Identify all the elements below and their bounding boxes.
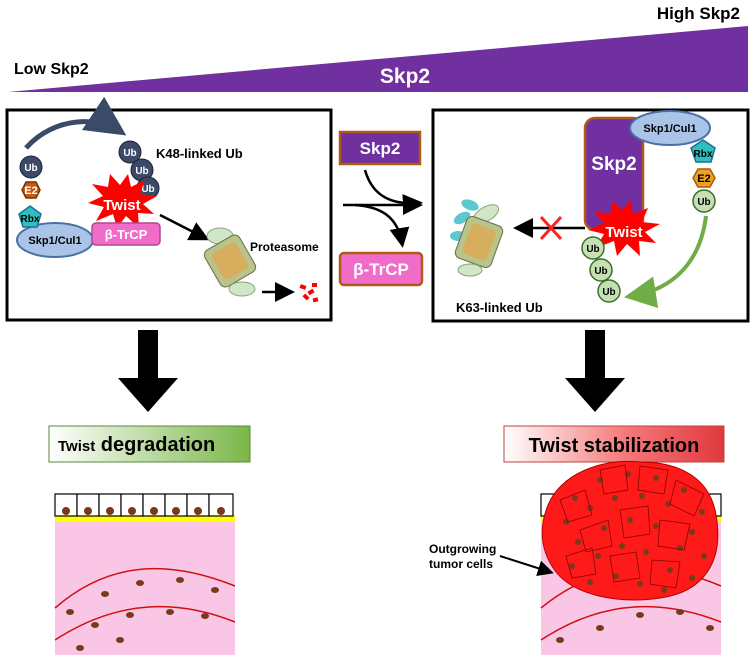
ub-chain-label: Ub: [602, 287, 615, 298]
ub-chain-circle: [118, 140, 142, 164]
ub-chain-label: Ub: [586, 244, 599, 255]
twist-label: Twist: [103, 197, 140, 214]
skp1-cul1-label: Skp1/Cul1: [643, 123, 696, 135]
ub-chain-label: Ub: [135, 166, 148, 177]
middle-exchange: Skp2 β-TrCP: [338, 130, 424, 287]
tumor-tissue: [540, 460, 722, 655]
e2-hexagon: [692, 168, 716, 188]
right-panel: Skp2 Skp1/Cul1 Rbx E2 Ub Twist Ub Ub Ub …: [431, 108, 750, 323]
btrcp-box: [91, 222, 161, 246]
vessel-wall: [54, 567, 236, 609]
degradation-arrow: [159, 213, 210, 241]
transfer-arc-arrow: [24, 96, 127, 150]
left-down-arrow: [118, 330, 178, 412]
ub-single-circle: [692, 189, 716, 213]
twist-starburst: [588, 200, 660, 256]
ub-single-circle: [19, 155, 43, 179]
btrcp-out-arrow: [354, 203, 410, 248]
peptide-fragments: [299, 283, 319, 303]
proteasome-label: Proteasome: [250, 240, 319, 254]
ub-chain-circle: [581, 236, 605, 260]
cell-nuclei: [62, 507, 225, 515]
btrcp-label: β-TrCP: [105, 227, 148, 242]
left-panel: Skp1/Cul1 Rbx E2 Ub Ub Ub Ub K48-linked …: [5, 96, 333, 322]
ub-chain-circle: [597, 279, 621, 303]
btrcp-box: [338, 251, 424, 287]
twist-stabilization-banner: Twist stabilization: [503, 425, 725, 463]
rbx-label: Rbx: [694, 149, 713, 160]
rbx-pentagon: [690, 139, 716, 163]
btrcp-box-label: β-TrCP: [353, 260, 409, 279]
right-down-arrow: [565, 330, 625, 412]
ub-chain-label: Ub: [141, 184, 154, 195]
skp1-cul1-label: Skp1/Cul1: [28, 235, 81, 247]
skp2-gradient: Low Skp2 High Skp2 Skp2: [8, 4, 748, 92]
low-skp2-label: Low Skp2: [14, 61, 89, 78]
vessel-wall: [54, 605, 236, 641]
tumor-mass: [541, 460, 719, 601]
normal-tissue: [54, 493, 236, 655]
ub-single-label: Ub: [697, 197, 710, 208]
skp2-box: [338, 130, 422, 166]
ub-chain-label: Ub: [123, 148, 136, 159]
skp2-center-label: Skp2: [380, 65, 430, 88]
ub-chain-label: Ub: [594, 266, 607, 277]
skp2-in-arrow: [363, 169, 423, 215]
twist-degradation-suffix: degradation: [95, 434, 215, 456]
left-panel-frame: [5, 108, 333, 322]
twist-starburst: [88, 174, 157, 228]
rbx-pentagon: [18, 205, 42, 228]
skp2-box-label: Skp2: [360, 139, 401, 158]
e2-hexagon: [21, 181, 41, 199]
epithelial-cells: [54, 493, 234, 517]
skp2-tall-label: Skp2: [591, 154, 636, 175]
tumor-pointer-arrow: [499, 555, 554, 576]
k48-linked-ub-label: K48-linked Ub: [156, 146, 243, 161]
proteasome-icon: [450, 199, 504, 277]
stromal-nuclei: [66, 577, 219, 651]
k63-linked-ub-label: K63-linked Ub: [456, 300, 543, 315]
tumor-label-line2: tumor cells: [429, 557, 493, 571]
twist-stabilization-label: Twist stabilization: [529, 435, 700, 457]
e2-label: E2: [697, 173, 710, 185]
twist-degradation-prefix: Twist: [58, 438, 95, 455]
vessel-wall: [540, 605, 722, 641]
skp2-wedge: [8, 26, 748, 92]
ub-transfer-arrow: [624, 215, 708, 309]
blocked-cross-icon: [539, 215, 563, 241]
skp1-cul1-oval: [629, 110, 711, 146]
e2-label: E2: [24, 185, 37, 197]
twist-degradation-banner: Twist degradation: [48, 425, 251, 463]
tumor-cell-outlines: [559, 464, 705, 589]
high-skp2-label: High Skp2: [657, 4, 740, 23]
ub-chain-circle: [589, 258, 613, 282]
twist-label: Twist: [605, 224, 642, 241]
svg-text:Twist degradation: Twist degradation: [58, 434, 215, 456]
tumor-label-line1: Outgrowing: [429, 542, 496, 556]
rbx-label: Rbx: [21, 214, 40, 225]
proteasome-icon: [203, 227, 257, 297]
ub-single-label: Ub: [24, 163, 37, 174]
